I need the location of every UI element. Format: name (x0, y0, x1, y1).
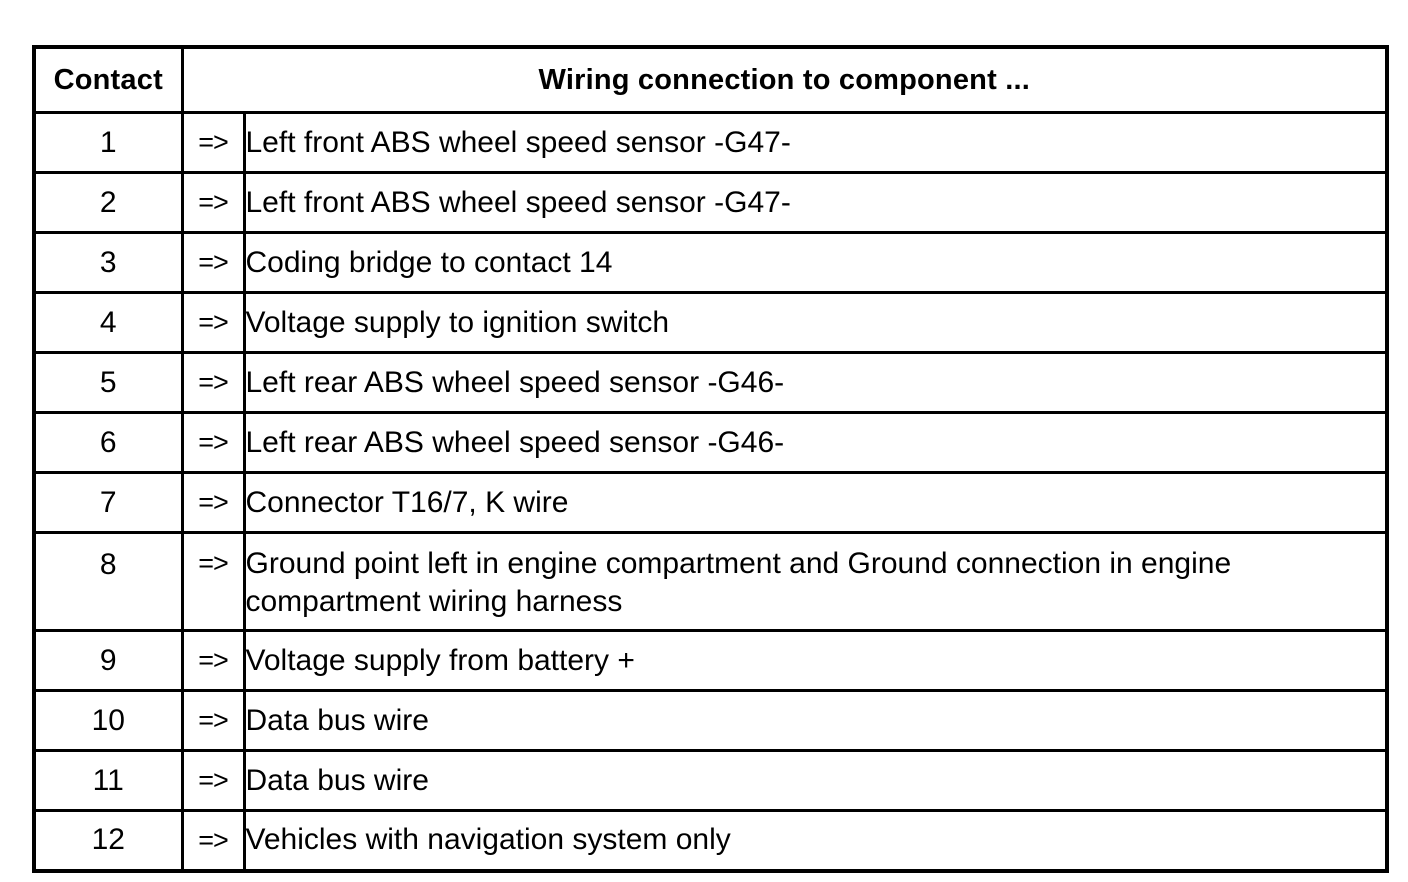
cell-wiring-description: Left rear ABS wheel speed sensor -G46- (242, 351, 1389, 414)
table-row: 4=>Voltage supply to ignition switch (32, 291, 1389, 354)
cell-wiring-description: Data bus wire (242, 749, 1389, 812)
cell-contact-number: 6 (32, 411, 184, 474)
cell-wiring-description: Voltage supply from battery + (242, 629, 1389, 692)
column-header-wiring-connection: Wiring connection to component ... (180, 45, 1389, 114)
table-row: 3=>Coding bridge to contact 14 (32, 231, 1389, 294)
table-row: 12=> Vehicles with navigation system onl… (32, 809, 1389, 872)
arrow-icon: => (180, 689, 246, 752)
arrow-icon: => (180, 291, 246, 354)
arrow-icon: => (180, 111, 246, 174)
table-row: 8=>Ground point left in engine compartme… (32, 531, 1389, 632)
cell-contact-number: 10 (32, 689, 184, 752)
arrow-icon: => (180, 531, 246, 632)
arrow-icon: => (180, 351, 246, 414)
cell-wiring-description: Ground point left in engine compartment … (242, 531, 1389, 632)
arrow-icon: => (180, 411, 246, 474)
cell-wiring-description: Vehicles with navigation system only (242, 809, 1389, 872)
cell-wiring-description: Left rear ABS wheel speed sensor -G46- (242, 411, 1389, 474)
cell-wiring-description: Left front ABS wheel speed sensor -G47- (242, 171, 1389, 234)
arrow-icon: => (180, 629, 246, 692)
table-row: 6=>Left rear ABS wheel speed sensor -G46… (32, 411, 1389, 474)
table-row: 7=>Connector T16/7, K wire (32, 471, 1389, 534)
cell-contact-number: 8 (32, 531, 184, 632)
header-row: Contact Wiring connection to component .… (32, 45, 1389, 114)
cell-contact-number: 4 (32, 291, 184, 354)
arrow-icon: => (180, 471, 246, 534)
arrow-icon: => (180, 171, 246, 234)
cell-contact-number: 5 (32, 351, 184, 414)
cell-contact-number: 2 (32, 171, 184, 234)
arrow-icon: => (180, 809, 246, 872)
table-row: 2=>Left front ABS wheel speed sensor -G4… (32, 171, 1389, 234)
cell-contact-number: 11 (32, 749, 184, 812)
table-row: 11=>Data bus wire (32, 749, 1389, 812)
table-row: 1=>Left front ABS wheel speed sensor -G4… (32, 111, 1389, 174)
cell-contact-number: 1 (32, 111, 184, 174)
table-header: Contact Wiring connection to component .… (32, 45, 1389, 114)
table-row: 9=>Voltage supply from battery + (32, 629, 1389, 692)
table-row: 5=>Left rear ABS wheel speed sensor -G46… (32, 351, 1389, 414)
cell-wiring-description: Left front ABS wheel speed sensor -G47- (242, 111, 1389, 174)
column-header-contact: Contact (32, 45, 184, 114)
cell-wiring-description: Voltage supply to ignition switch (242, 291, 1389, 354)
cell-wiring-description: Data bus wire (242, 689, 1389, 752)
cell-wiring-description: Connector T16/7, K wire (242, 471, 1389, 534)
cell-wiring-description: Coding bridge to contact 14 (242, 231, 1389, 294)
cell-contact-number: 12 (32, 809, 184, 872)
arrow-icon: => (180, 749, 246, 812)
table-container: Contact Wiring connection to component .… (32, 45, 1389, 873)
cell-contact-number: 9 (32, 629, 184, 692)
arrow-icon: => (180, 231, 246, 294)
cell-contact-number: 3 (32, 231, 184, 294)
wiring-connection-table: Contact Wiring connection to component .… (32, 45, 1389, 873)
table-body: 1=>Left front ABS wheel speed sensor -G4… (32, 111, 1389, 872)
cell-contact-number: 7 (32, 471, 184, 534)
table-row: 10=>Data bus wire (32, 689, 1389, 752)
